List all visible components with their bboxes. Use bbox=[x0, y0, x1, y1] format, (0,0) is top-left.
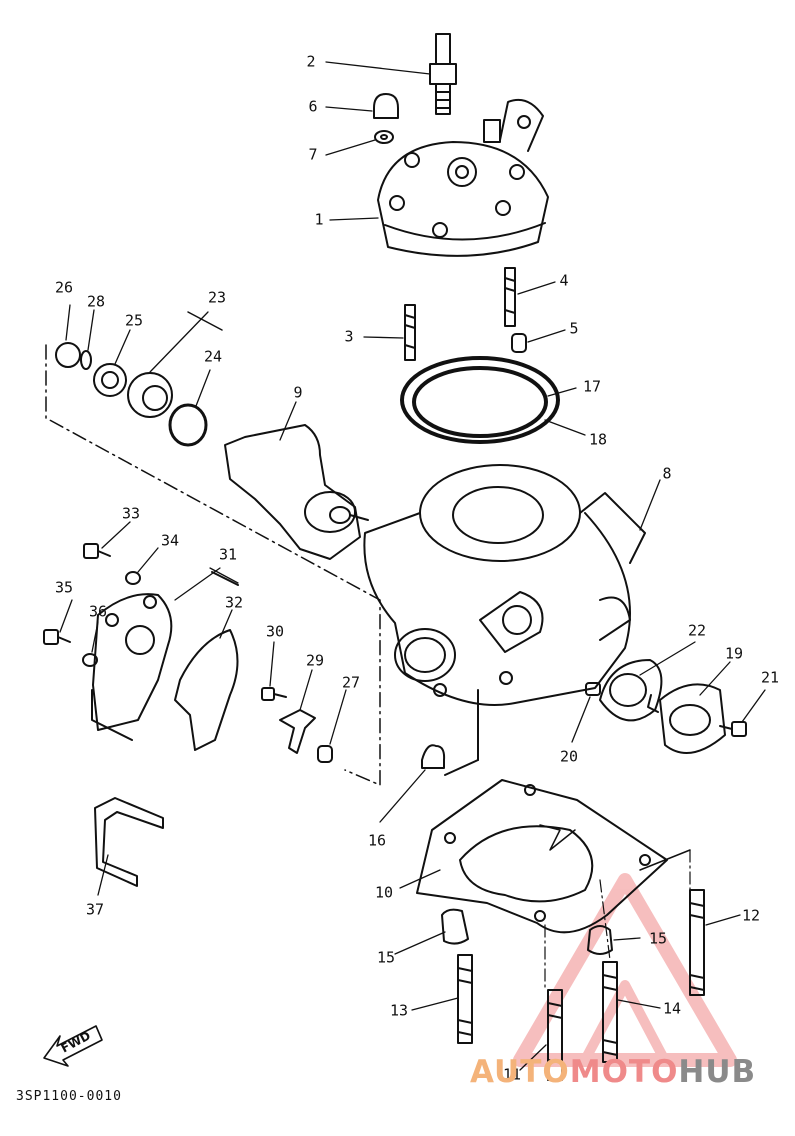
callout-29: 29 bbox=[305, 651, 325, 670]
callout-35: 35 bbox=[54, 578, 74, 597]
watermark-text: AUTOMOTOHUB bbox=[470, 1054, 756, 1090]
collar-27 bbox=[317, 745, 333, 763]
callout-1: 1 bbox=[314, 210, 324, 229]
callout-4: 4 bbox=[559, 271, 569, 290]
callout-19: 19 bbox=[724, 644, 744, 663]
callout-21: 21 bbox=[760, 668, 780, 687]
stud-3 bbox=[404, 304, 416, 361]
pump-cover bbox=[91, 593, 173, 741]
callout-7: 7 bbox=[308, 145, 318, 164]
callout-18: 18 bbox=[588, 430, 608, 449]
callout-32: 32 bbox=[224, 593, 244, 612]
watermark-moto: MOTO bbox=[569, 1054, 679, 1090]
watermark-auto: AUTO bbox=[470, 1054, 570, 1090]
stud-14 bbox=[602, 961, 618, 1063]
callout-23: 23 bbox=[207, 288, 227, 307]
washer-36 bbox=[82, 653, 98, 667]
callout-20: 20 bbox=[559, 747, 579, 766]
stud-11 bbox=[547, 989, 563, 1081]
base-gasket bbox=[416, 779, 691, 934]
leader-lines bbox=[59, 61, 766, 1071]
outlet-housing bbox=[647, 683, 726, 754]
assembly-dash-frame bbox=[45, 311, 381, 786]
callout-2: 2 bbox=[306, 52, 316, 71]
small-bolt-20 bbox=[585, 682, 601, 696]
callout-6: 6 bbox=[308, 97, 318, 116]
bolt-33 bbox=[83, 543, 111, 559]
callout-10: 10 bbox=[374, 883, 394, 902]
callout-25: 25 bbox=[124, 311, 144, 330]
callout-9: 9 bbox=[293, 383, 303, 402]
cylinder-head bbox=[377, 98, 549, 257]
callout-36: 36 bbox=[88, 602, 108, 621]
collar-16 bbox=[421, 689, 479, 776]
washer bbox=[374, 130, 394, 144]
callout-16: 16 bbox=[367, 831, 387, 850]
part-code: 3SP1100-0010 bbox=[16, 1089, 122, 1104]
callout-12: 12 bbox=[741, 906, 761, 925]
callout-8: 8 bbox=[662, 464, 672, 483]
callout-14: 14 bbox=[662, 999, 682, 1018]
callout-27: 27 bbox=[341, 673, 361, 692]
watermark-triangle bbox=[513, 873, 737, 1067]
pump-gasket bbox=[174, 571, 239, 751]
callout-13: 13 bbox=[389, 1001, 409, 1020]
callout-15-left: 15 bbox=[376, 948, 396, 967]
stud-13 bbox=[457, 954, 473, 1044]
callout-33: 33 bbox=[121, 504, 141, 523]
clip-29 bbox=[279, 709, 316, 754]
callout-17: 17 bbox=[582, 377, 602, 396]
callout-34: 34 bbox=[160, 531, 180, 550]
spark-plug bbox=[429, 33, 457, 115]
cylinder bbox=[363, 464, 646, 706]
callout-31: 31 bbox=[218, 545, 238, 564]
bolt-21 bbox=[719, 721, 747, 737]
pump-shaft bbox=[224, 424, 369, 560]
stud-4 bbox=[504, 267, 516, 327]
callout-3: 3 bbox=[344, 327, 354, 346]
watermark-hub: HUB bbox=[678, 1054, 757, 1090]
fwd-arrow-icon bbox=[43, 1025, 103, 1067]
callout-22: 22 bbox=[687, 621, 707, 640]
callout-26: 26 bbox=[54, 278, 74, 297]
washer-34 bbox=[125, 571, 141, 585]
head-gaskets bbox=[400, 356, 560, 444]
dowel-pin bbox=[511, 333, 527, 353]
seal-assembly bbox=[55, 342, 208, 447]
bolt-35 bbox=[43, 629, 71, 645]
callout-28: 28 bbox=[86, 292, 106, 311]
collar-15-left bbox=[441, 908, 469, 945]
callout-15-right: 15 bbox=[648, 929, 668, 948]
bracket-37 bbox=[94, 797, 164, 887]
callout-30: 30 bbox=[265, 622, 285, 641]
stud-12 bbox=[689, 889, 705, 996]
outlet-gasket bbox=[599, 659, 663, 722]
callout-37: 37 bbox=[85, 900, 105, 919]
cap-nut bbox=[373, 93, 399, 119]
callout-11: 11 bbox=[502, 1065, 522, 1084]
alignment-lines bbox=[544, 849, 691, 991]
bolt-30 bbox=[261, 687, 287, 701]
collar-15-right bbox=[587, 925, 613, 955]
callout-24: 24 bbox=[203, 347, 223, 366]
callout-5: 5 bbox=[569, 319, 579, 338]
